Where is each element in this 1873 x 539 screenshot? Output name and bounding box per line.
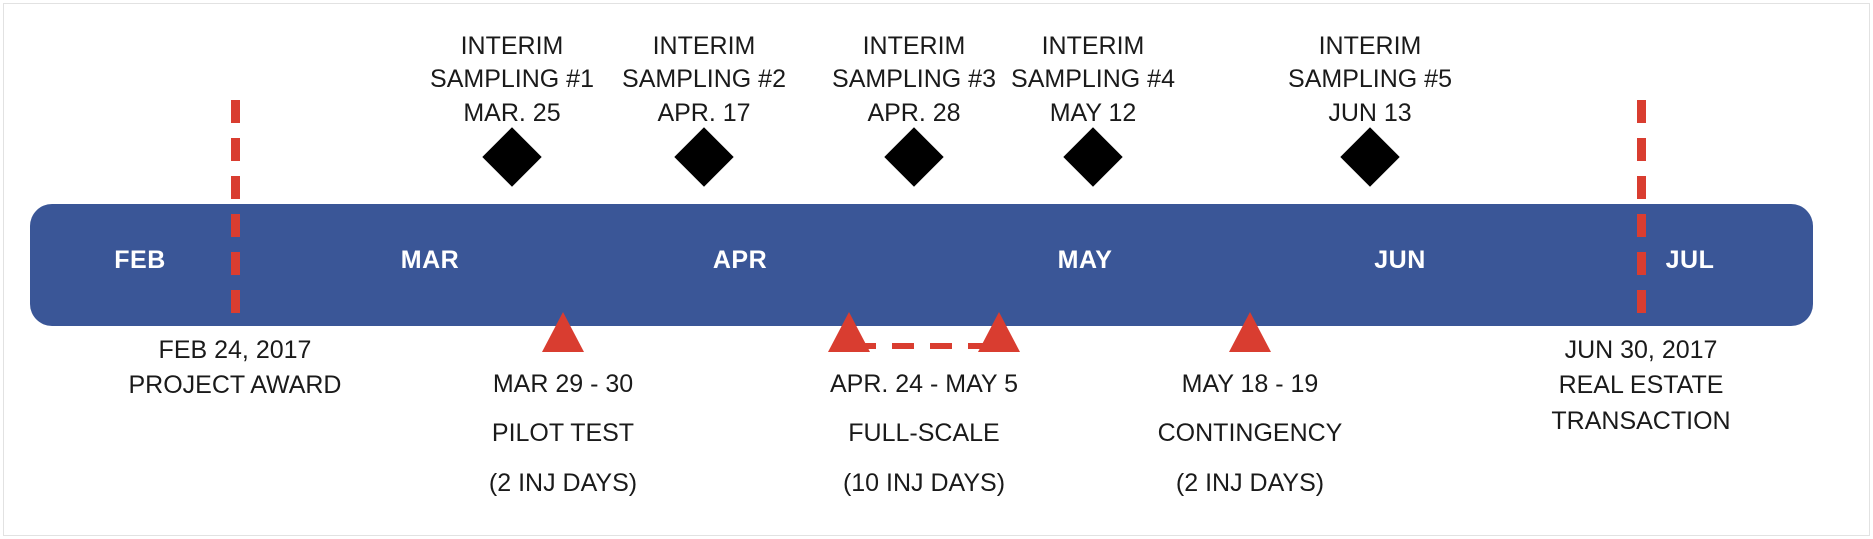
event-contingency: MAY 18 - 19 CONTINGENCY (2 INJ DAYS): [1135, 312, 1365, 500]
event-line-1: APR. 24 - MAY 5: [829, 370, 1019, 398]
diamond-icon: [1063, 127, 1123, 187]
sampling-line-3: APR. 28: [867, 98, 961, 127]
event-line-2: FULL-SCALE: [848, 419, 1000, 448]
sampling-line-3: JUN 13: [1328, 98, 1412, 127]
dashed-vertical-line-icon: [230, 100, 240, 318]
timeline-bar: [30, 204, 1813, 326]
milestone-line-3: TRANSACTION: [1551, 406, 1731, 435]
sampling-marker-2: INTERIM SAMPLING #2 APR. 17: [589, 30, 819, 187]
month-label-mar: MAR: [400, 246, 460, 274]
dashed-vertical-line-icon: [1636, 100, 1646, 318]
milestone-line-1: JUN 30, 2017: [1564, 336, 1718, 364]
event-line-3: (10 INJ DAYS): [842, 468, 1006, 497]
event-marker-row: [1135, 312, 1365, 352]
triangle-marker-icon: [542, 312, 584, 352]
sampling-line-3: MAR. 25: [463, 98, 561, 127]
milestone-project-award: FEB 24, 2017 PROJECT AWARD: [125, 100, 345, 403]
sampling-line-2: SAMPLING #5: [1288, 65, 1452, 94]
diamond-icon: [1340, 127, 1400, 187]
triangle-marker-icon: [1229, 312, 1271, 352]
sampling-marker-5: INTERIM SAMPLING #5 JUN 13: [1255, 30, 1485, 187]
sampling-line-2: SAMPLING #2: [622, 65, 786, 94]
sampling-line-2: SAMPLING #4: [1011, 65, 1175, 94]
event-pilot-test: MAR 29 - 30 PILOT TEST (2 INJ DAYS): [448, 312, 678, 500]
event-marker-row: [828, 312, 1020, 352]
sampling-line-2: SAMPLING #1: [430, 65, 594, 94]
month-label-jul: JUL: [1665, 246, 1715, 274]
event-line-3: (2 INJ DAYS): [1175, 468, 1325, 497]
sampling-line-1: INTERIM: [652, 32, 756, 60]
month-label-may: MAY: [1057, 246, 1113, 274]
event-line-2: CONTINGENCY: [1157, 419, 1343, 448]
diamond-icon: [482, 127, 542, 187]
milestone-line-1: FEB 24, 2017: [158, 336, 312, 364]
diamond-icon: [674, 127, 734, 187]
event-line-3: (2 INJ DAYS): [488, 468, 638, 497]
sampling-line-1: INTERIM: [862, 32, 966, 60]
sampling-marker-4: INTERIM SAMPLING #4 MAY 12: [978, 30, 1208, 187]
sampling-line-2: SAMPLING #3: [832, 65, 996, 94]
event-line-1: MAR 29 - 30: [492, 370, 634, 398]
sampling-marker-3: INTERIM SAMPLING #3 APR. 28: [799, 30, 1029, 187]
event-line-2: PILOT TEST: [491, 419, 635, 448]
sampling-line-1: INTERIM: [1318, 32, 1422, 60]
diamond-icon: [884, 127, 944, 187]
sampling-line-3: MAY 12: [1049, 98, 1137, 127]
milestone-real-estate-transaction: JUN 30, 2017 REAL ESTATE TRANSACTION: [1531, 100, 1751, 438]
dashed-span-connector-icon: [854, 343, 994, 349]
month-label-feb: FEB: [114, 246, 166, 274]
sampling-line-3: APR. 17: [657, 98, 751, 127]
month-label-apr: APR: [712, 246, 768, 274]
triangle-marker-icon: [978, 312, 1020, 352]
milestone-line-2: PROJECT AWARD: [128, 371, 342, 400]
month-label-jun: JUN: [1374, 246, 1426, 274]
sampling-line-1: INTERIM: [460, 32, 564, 60]
event-full-scale: APR. 24 - MAY 5 FULL-SCALE (10 INJ DAYS): [802, 312, 1046, 500]
sampling-marker-1: INTERIM SAMPLING #1 MAR. 25: [397, 30, 627, 187]
sampling-line-1: INTERIM: [1041, 32, 1145, 60]
milestone-line-2: REAL ESTATE: [1558, 371, 1724, 400]
event-marker-row: [448, 312, 678, 352]
event-line-1: MAY 18 - 19: [1181, 370, 1319, 398]
